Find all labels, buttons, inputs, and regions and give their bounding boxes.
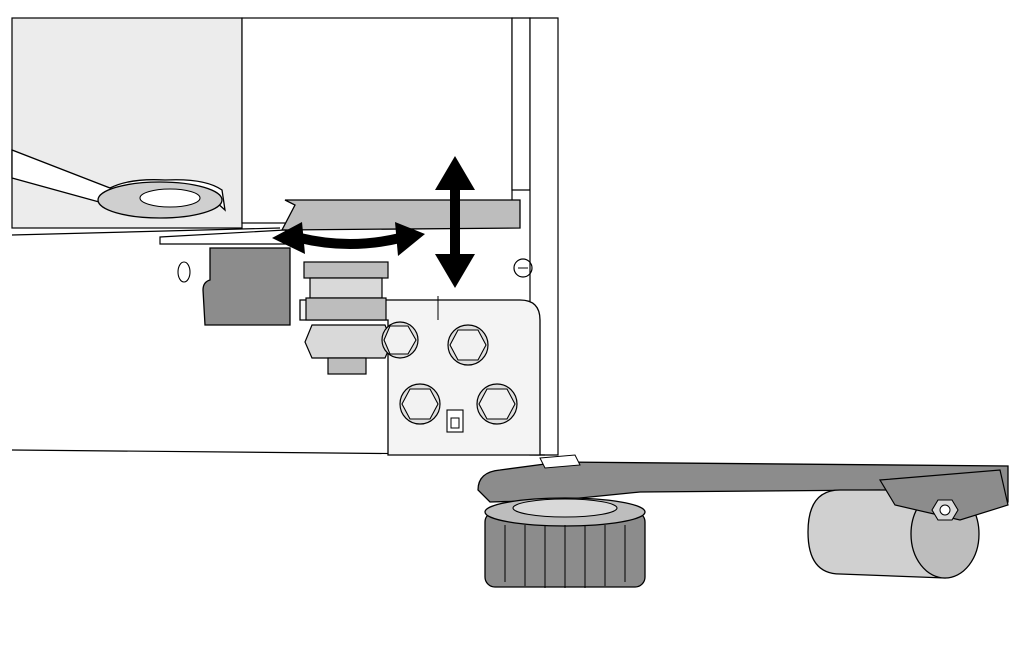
base-arm (477, 461, 1009, 506)
threaded-bolt (303, 261, 393, 375)
bolt-end (327, 357, 367, 375)
arrow-head-right (395, 222, 425, 256)
rotate-arrow (272, 222, 425, 256)
vertical-arrow (435, 156, 475, 288)
small-tab (446, 409, 464, 433)
lock-bracket (202, 247, 291, 326)
roller-wheel (807, 469, 1009, 579)
hex-nut (447, 324, 489, 366)
hole (177, 261, 191, 283)
cabinet-edge (511, 17, 531, 191)
upper-nut (303, 261, 389, 279)
side-screw (513, 258, 533, 278)
wrench (11, 149, 226, 219)
arrow-head-down (435, 254, 475, 288)
hex-nut (476, 383, 518, 425)
hex-nuts (381, 321, 518, 425)
arrow-head-left (272, 222, 305, 254)
hex-nut (399, 383, 441, 425)
hex-nut (381, 321, 419, 359)
leveling-foot (484, 497, 646, 588)
lower-nut (304, 324, 393, 359)
arrow-head-up (435, 156, 475, 190)
cabinet-front-panel (241, 17, 513, 224)
